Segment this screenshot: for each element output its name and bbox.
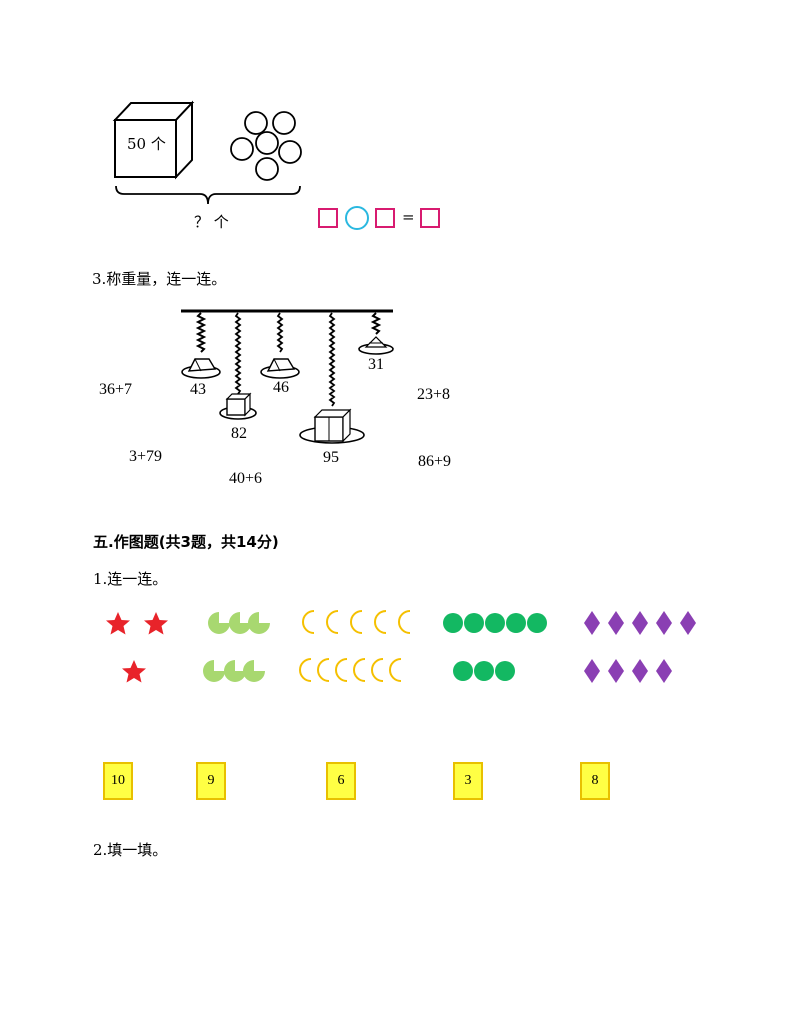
section-title: 五.作图题(共3题，共14分): [93, 533, 279, 551]
star-icon-row2: [122, 660, 146, 683]
expr-23-8: 23+8: [417, 386, 451, 403]
answer-circle[interactable]: [345, 206, 369, 230]
brace: [115, 185, 301, 205]
number-card-3[interactable]: 3: [453, 762, 483, 800]
weight-95: 95: [323, 449, 339, 466]
star-icon-row1: [106, 612, 168, 635]
answer-box-2[interactable]: [375, 208, 395, 228]
expr-40-6: 40+6: [229, 470, 263, 487]
expr-36-7: 36+7: [99, 381, 133, 398]
diamond-icon-row2: [584, 659, 672, 683]
q1-title: 1.连一连。: [93, 570, 168, 588]
expr-3-79: 3+79: [129, 448, 163, 465]
leaf-icon-row2: [203, 660, 265, 682]
question-label: ？ 个: [194, 213, 229, 231]
cube-label: 50 个: [127, 135, 166, 153]
weight-31: 31: [368, 356, 384, 373]
number-card-6[interactable]: 6: [326, 762, 356, 800]
circle-cluster: [230, 111, 302, 181]
expr-86-9: 86+9: [418, 453, 452, 470]
moon-icon-row2: [299, 658, 402, 682]
answer-box-3[interactable]: [420, 208, 440, 228]
hanging-scale: [181, 309, 394, 444]
number-card-8[interactable]: 8: [580, 762, 610, 800]
dot-icon-row1: [443, 613, 547, 633]
diamond-icon-row1: [584, 611, 696, 635]
cube-figure: [112, 100, 195, 180]
q3-title: 3.称重量，连一连。: [92, 270, 227, 288]
weight-82: 82: [231, 425, 247, 442]
number-card-9[interactable]: 9: [196, 762, 226, 800]
answer-box-1[interactable]: [318, 208, 338, 228]
moon-icon-row1: [302, 610, 411, 634]
weight-46: 46: [273, 379, 289, 396]
q2-title: 2.填一填。: [93, 841, 168, 859]
weight-43: 43: [190, 381, 206, 398]
leaf-icon-row1: [208, 612, 270, 634]
equals-sign: =: [402, 208, 415, 226]
number-card-10[interactable]: 10: [103, 762, 133, 800]
dot-icon-row2: [453, 661, 515, 681]
